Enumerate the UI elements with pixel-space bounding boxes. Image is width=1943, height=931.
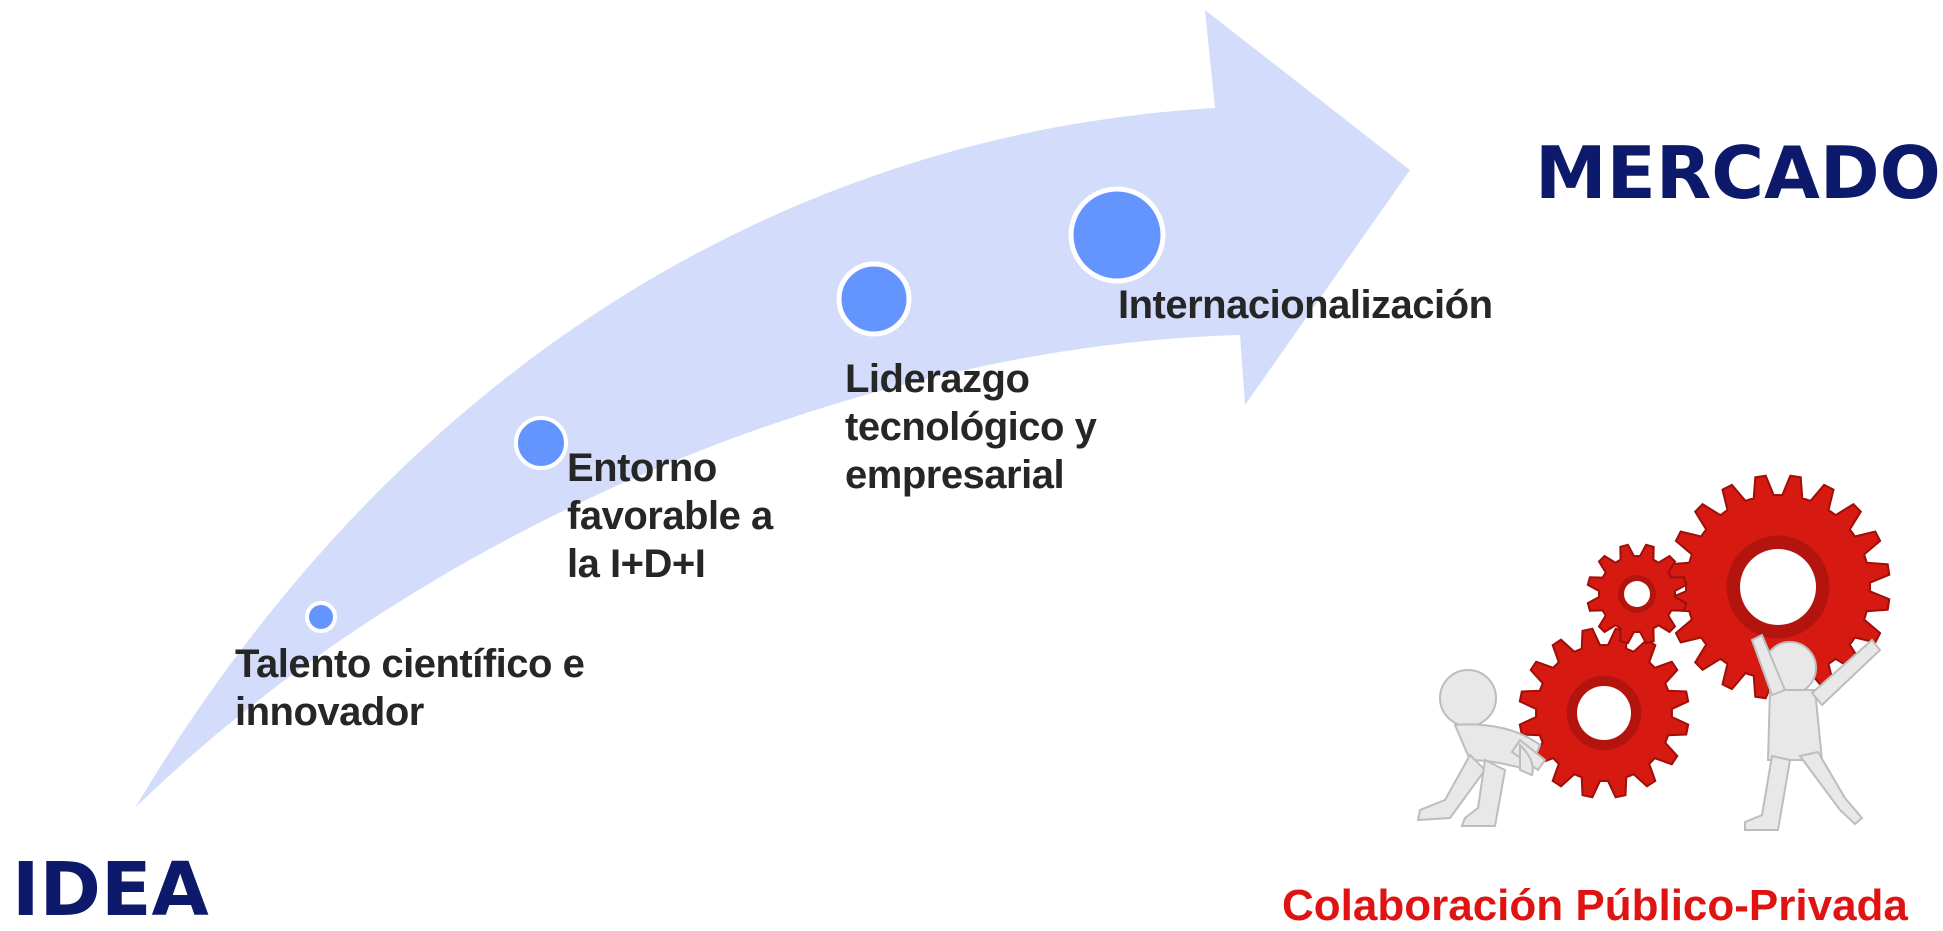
large-gear-icon (1665, 474, 1891, 700)
end-label-mercado: MERCADO (1535, 131, 1941, 215)
step-label-entorno-line-2: favorable a (567, 494, 773, 538)
milestone-dot-4 (1068, 186, 1166, 284)
step-label-talento-line-1: Talento científico e (235, 642, 585, 686)
step-label-entorno-line-1: Entorno (567, 446, 717, 490)
step-label-internacionalizacion: Internacionalización (1118, 281, 1493, 329)
step-label-entorno-line-3: la I+D+I (567, 542, 706, 586)
step-label-liderazgo-line-3: empresarial (845, 453, 1065, 497)
step-label-entorno: Entorno favorable a la I+D+I (567, 444, 773, 588)
people-pushing-gears-illustration (1416, 474, 1891, 831)
step-label-talento-line-2: innovador (235, 690, 424, 734)
start-label-idea: IDEA (12, 847, 209, 931)
step-label-talento: Talento científico e innovador (235, 640, 585, 736)
figure-pushing-icon (1416, 669, 1547, 827)
small-gear-icon (1586, 543, 1688, 645)
figure-lifting-icon (1744, 633, 1882, 831)
medium-gear-icon (1518, 627, 1690, 799)
milestone-dot-3 (836, 261, 912, 337)
gear-small-hole (1624, 581, 1650, 607)
footer-collaboration-text: Colaboración Público-Privada (1282, 881, 1908, 930)
step-label-liderazgo: Liderazgo tecnológico y empresarial (845, 355, 1097, 499)
milestone-dot-1 (305, 601, 337, 633)
gear-large-hole (1740, 549, 1816, 625)
milestone-dot-2 (514, 416, 568, 470)
step-label-liderazgo-line-2: tecnológico y (845, 405, 1097, 449)
step-label-internacionalizacion-line-1: Internacionalización (1118, 283, 1493, 327)
step-label-liderazgo-line-1: Liderazgo (845, 357, 1030, 401)
gear-medium-hole (1577, 686, 1631, 740)
